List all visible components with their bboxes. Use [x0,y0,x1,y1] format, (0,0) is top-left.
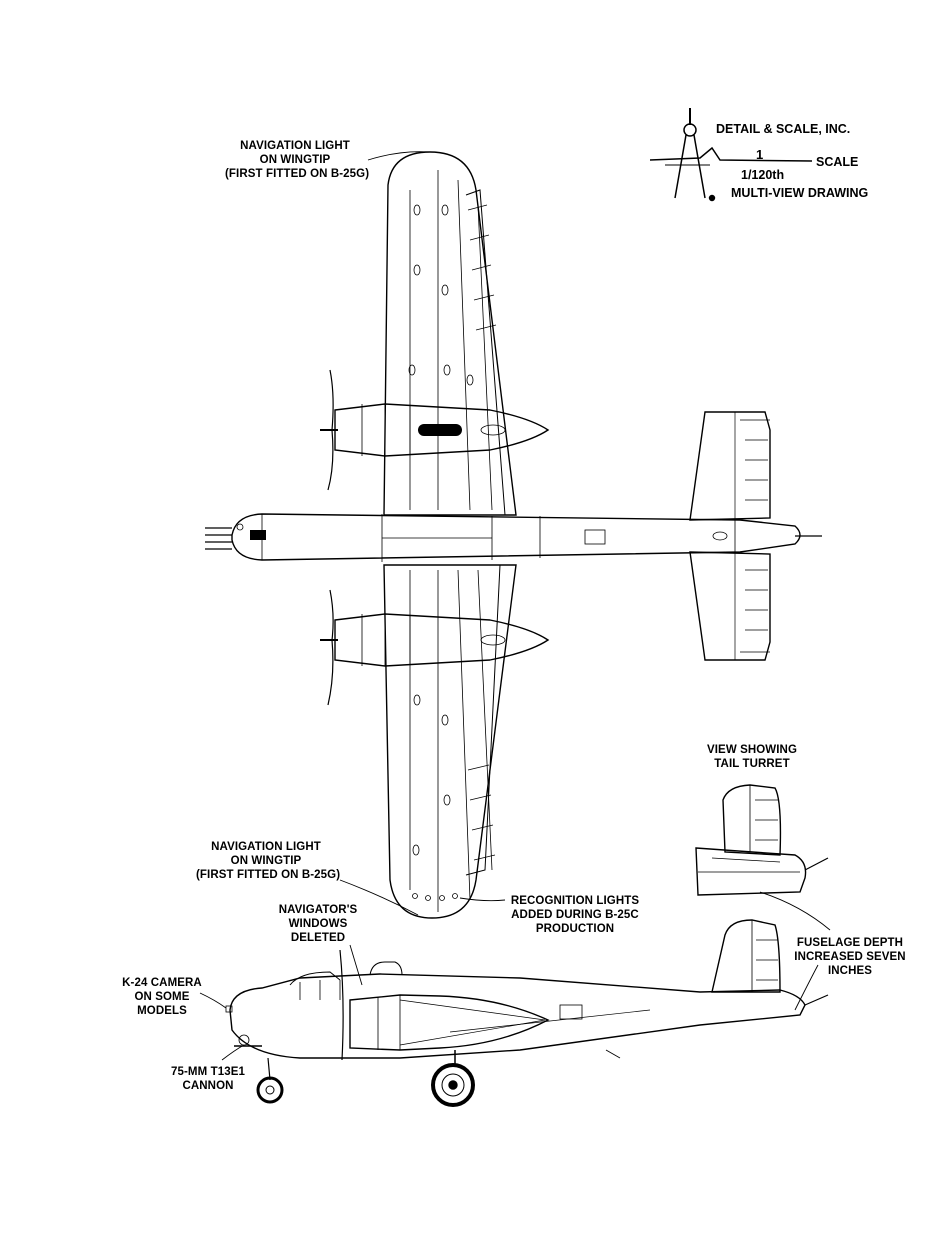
drawing-type: MULTI-VIEW DRAWING [731,186,869,200]
plan-view [205,151,822,919]
callout-nav-light-bottom: NAVIGATION LIGHT ON WINGTIP (FIRST FITTE… [196,841,341,881]
publisher-logo-icon [649,108,813,202]
side-view [199,919,829,1107]
callout-nav-light-top: NAVIGATION LIGHT ON WINGTIP (FIRST FITTE… [225,140,370,180]
stabilizer-lower [689,551,771,661]
publisher-name: DETAIL & SCALE, INC. [716,122,851,136]
callout-fuselage-depth: FUSELAGE DEPTH INCREASED SEVEN INCHES [794,937,906,977]
callout-navigator-windows: NAVIGATOR'S WINDOWS DELETED [278,904,358,944]
tail-turret-view [695,784,831,931]
stabilizer-upper [689,411,771,521]
callout-cannon: 75-MM T13E1 CANNON [171,1066,245,1092]
scale-denominator: 1/120th [741,168,785,182]
callout-tail-turret-view: VIEW SHOWING TAIL TURRET [706,744,797,770]
callout-recognition-lights: RECOGNITION LIGHTS ADDED DURING B-25C PR… [510,895,640,935]
callout-camera: K-24 CAMERA ON SOME MODELS [122,977,202,1017]
fuselage-side [229,973,806,1059]
engine-lower [334,613,550,667]
upper-wing [383,151,517,516]
scale-word: SCALE [816,155,859,169]
engine-upper [334,403,550,457]
scale-numerator: 1 [756,147,764,162]
vertical-tail [711,919,781,993]
lower-wing [383,564,517,919]
